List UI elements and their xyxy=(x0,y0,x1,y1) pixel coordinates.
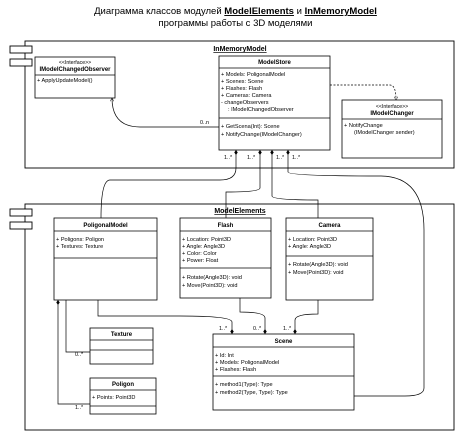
modelstore-field: - changeObservers xyxy=(221,100,269,106)
flash-method: + Rotate(Angle3D): void xyxy=(182,275,242,281)
flash-field: + Location: Point3D xyxy=(182,237,231,243)
texture-name: Texture xyxy=(111,332,133,338)
store-flash-composition xyxy=(225,150,262,218)
package-inmemorymodel-name: InMemoryModel xyxy=(213,46,266,53)
package-inmemorymodel: InMemoryModel xyxy=(9,40,455,169)
modelstore-method: + NotifyChange(IModelChanger) xyxy=(221,132,302,138)
class-flash[interactable]: Flash + Location: Point3D + Angle: Angle… xyxy=(179,217,272,299)
modelstore-name: ModelStore xyxy=(258,60,291,66)
changer-method: (IModelChanger sender) xyxy=(354,130,415,136)
class-poligonalmodel[interactable]: PoligonalModel + Poligons: Poligon + Tex… xyxy=(53,217,158,301)
camera-field: + Location: Point3D xyxy=(288,237,337,243)
changer-method: + NotifyChange xyxy=(344,123,383,129)
mult-store-d: 1..* xyxy=(292,155,301,161)
camera-method: + Move(Point3D): void xyxy=(288,270,344,276)
changer-stereotype: <<Interface>> xyxy=(376,104,408,110)
poligonal-name: PoligonalModel xyxy=(83,223,128,229)
package-modelelements-name: ModelElements xyxy=(214,208,265,215)
mult-observers: 0..n xyxy=(200,120,209,126)
store-scene-composition xyxy=(286,150,425,397)
poligonal-texture-aggregation xyxy=(66,300,90,353)
diagram-title: Диаграмма классов модулей ModelElements … xyxy=(94,6,377,17)
scene-flash-composition xyxy=(239,298,267,334)
poligonal-field: + Poligons: Poligon xyxy=(56,237,104,243)
poligon-name: Poligon xyxy=(112,382,134,388)
camera-field: + Angle: Angle3D xyxy=(288,244,331,250)
poligonal-poligon-composition xyxy=(56,300,90,405)
store-camera-composition xyxy=(270,150,319,218)
store-changer-dependency xyxy=(330,84,396,100)
modelstore-method: + GetScena(Int): Scene xyxy=(221,124,280,130)
class-imodelchangedobserver[interactable]: <<Interface>> IModelChangedObserver + Ap… xyxy=(34,56,116,99)
flash-method: + Move(Point3D): void xyxy=(182,283,238,289)
scene-method: + method2(Type, Type): Type xyxy=(215,390,288,396)
class-poligon[interactable]: Poligon + Points: Point3D xyxy=(89,377,157,415)
scene-field: + Models: PoligonalModel xyxy=(215,360,279,366)
poligonal-field: + Textures: Texture xyxy=(56,244,103,250)
class-imodelchanger[interactable]: <<Interface>> IModelChanger + NotifyChan… xyxy=(341,99,443,159)
camera-name: Camera xyxy=(318,223,341,229)
poligon-field: + Points: Point3D xyxy=(92,395,135,401)
mult-scene-c: 1..* xyxy=(283,326,292,332)
mult-scene-a: 1..* xyxy=(219,326,228,332)
multiplicities: 0..n 1..* 1..* 1..* 1..* 1..* 0..* 1..* … xyxy=(75,120,301,411)
relationships xyxy=(56,84,425,405)
modelstore-field: : IModelChangedObserver xyxy=(228,107,294,113)
modelstore-field: + Cameras: Camera xyxy=(221,93,272,99)
store-poligonal-composition xyxy=(100,150,238,219)
mult-texture: 0..* xyxy=(75,352,84,358)
class-texture[interactable]: Texture xyxy=(89,327,154,365)
observer-name: IModelChangedObserver xyxy=(39,67,111,73)
mult-store-b: 1..* xyxy=(247,155,256,161)
scene-field: + Id: Int xyxy=(215,353,234,359)
flash-field: + Power: Float xyxy=(182,258,219,264)
observer-stereotype: <<Interface>> xyxy=(59,60,91,66)
mult-scene-b: 0..* xyxy=(253,326,262,332)
flash-field: + Color: Color xyxy=(182,251,217,257)
modelstore-field: + Flashes: Flash xyxy=(221,86,262,92)
camera-method: + Rotate(Angle3D): void xyxy=(288,262,348,268)
modelstore-field: + Scenes: Scene xyxy=(221,79,263,85)
scene-method: + method1(Type): Type xyxy=(215,382,273,388)
class-camera[interactable]: Camera + Location: Point3D + Angle: Angl… xyxy=(285,217,374,301)
flash-name: Flash xyxy=(218,223,234,229)
scene-camera-composition xyxy=(293,300,319,334)
diagram-subtitle: программы работы с 3D моделями xyxy=(159,18,313,29)
flash-field: + Angle: Angle3D xyxy=(182,244,225,250)
store-observer-association xyxy=(112,98,219,128)
scene-poligonal-composition xyxy=(97,300,234,334)
observer-method: + ApplyUpdateModel() xyxy=(37,78,93,84)
scene-field: + Flashes: Flash xyxy=(215,367,256,373)
class-modelstore[interactable]: ModelStore + Models: PoligonalModel + Sc… xyxy=(218,55,331,151)
scene-name: Scene xyxy=(275,339,293,345)
class-scene[interactable]: Scene + Id: Int + Models: PoligonalModel… xyxy=(212,333,355,411)
mult-store-a: 1..* xyxy=(224,155,233,161)
modelstore-field: + Models: PoligonalModel xyxy=(221,72,285,78)
package-modelelements: ModelElements xyxy=(9,203,455,431)
mult-store-c: 1..* xyxy=(276,155,285,161)
changer-name: IModelChanger xyxy=(370,111,414,117)
mult-poligon: 1..* xyxy=(75,405,84,411)
